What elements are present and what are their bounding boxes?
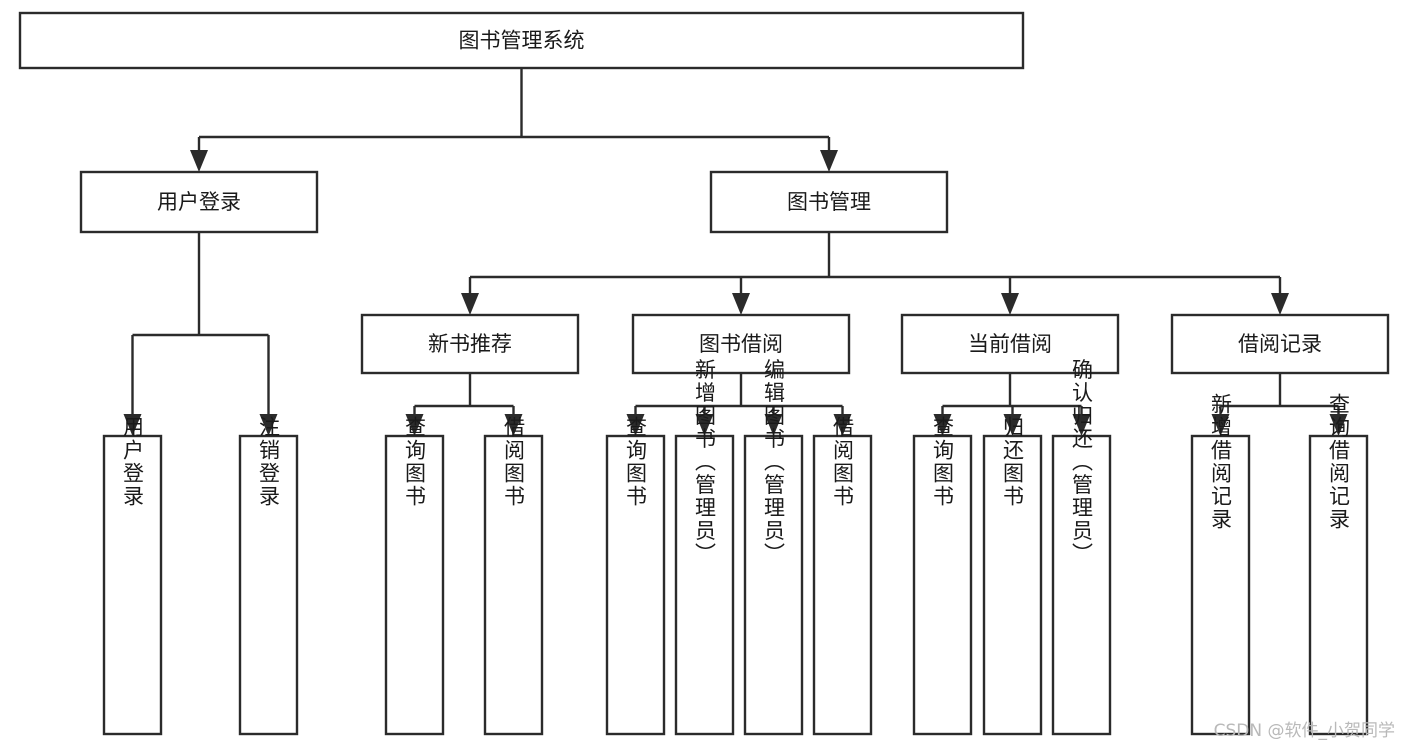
node-label-system: 图书管理系统 <box>459 29 585 53</box>
node-current-borrow[interactable]: 当前借阅 <box>900 313 1120 375</box>
node-box-book-management[interactable] <box>709 170 949 234</box>
node-box-leaf-edit-book-admin[interactable] <box>743 434 804 736</box>
node-box-user-login[interactable] <box>79 170 319 234</box>
node-box-leaf-borrow-book[interactable] <box>812 434 873 736</box>
arrow-head-leaf-user-login <box>123 414 142 436</box>
node-label-current-borrow: 当前借阅 <box>968 332 1052 356</box>
node-label-leaf-add-borrow-record: 新增借阅记录 <box>1209 393 1233 531</box>
node-box-leaf-query-book-current[interactable] <box>912 434 973 736</box>
node-box-leaf-query-borrow-record[interactable] <box>1308 434 1369 736</box>
node-leaf-borrow-book[interactable]: 借阅图书 <box>812 416 873 736</box>
node-leaf-user-login[interactable]: 用户登录 <box>102 416 163 736</box>
node-label-leaf-query-book-borrow: 查询图书 <box>624 416 648 508</box>
node-label-leaf-query-borrow-record: 查询借阅记录 <box>1327 393 1351 531</box>
node-new-book-recommend[interactable]: 新书推荐 <box>360 313 580 375</box>
node-box-system[interactable] <box>18 11 1025 70</box>
node-box-leaf-borrow-book-recommend[interactable] <box>483 434 544 736</box>
node-box-leaf-confirm-return-admin[interactable] <box>1051 434 1112 736</box>
arrow-head-book-management <box>820 150 838 172</box>
node-box-current-borrow[interactable] <box>900 313 1120 375</box>
arrow-head-leaf-borrow-book <box>833 414 852 436</box>
node-label-user-login: 用户登录 <box>157 190 241 214</box>
node-book-borrow[interactable]: 图书借阅 <box>631 313 851 375</box>
node-book-management[interactable]: 图书管理 <box>709 170 949 234</box>
node-leaf-logout[interactable]: 注销登录 <box>238 416 299 736</box>
node-label-book-management: 图书管理 <box>787 190 871 214</box>
arrow-head-leaf-logout <box>259 414 278 436</box>
node-leaf-query-book-borrow[interactable]: 查询图书 <box>605 416 666 736</box>
arrow-head-borrow-record <box>1271 293 1289 315</box>
node-box-book-borrow[interactable] <box>631 313 851 375</box>
connector-group-system <box>190 68 838 172</box>
node-box-borrow-record[interactable] <box>1170 313 1390 375</box>
node-system[interactable]: 图书管理系统 <box>18 11 1025 70</box>
node-box-leaf-logout[interactable] <box>238 434 299 736</box>
node-label-leaf-query-book-current: 查询图书 <box>931 416 955 508</box>
arrow-head-leaf-add-book-admin <box>695 414 714 436</box>
node-leaf-confirm-return-admin[interactable]: 确认归还（管理员） <box>1051 359 1112 736</box>
node-leaf-add-book-admin[interactable]: 新增图书（管理员） <box>674 359 735 736</box>
node-label-leaf-add-book-admin: 新增图书（管理员） <box>693 359 717 566</box>
arrow-head-book-borrow <box>732 293 750 315</box>
arrow-head-leaf-add-borrow-record <box>1211 414 1230 436</box>
node-label-leaf-user-login: 用户登录 <box>121 416 145 508</box>
node-leaf-return-book[interactable]: 归还图书 <box>982 416 1043 736</box>
node-leaf-query-borrow-record[interactable]: 查询借阅记录 <box>1308 393 1369 736</box>
node-label-leaf-logout: 注销登录 <box>257 416 281 508</box>
connector-group-new-book-recommend <box>405 373 523 436</box>
arrow-head-leaf-edit-book-admin <box>764 414 783 436</box>
node-box-new-book-recommend[interactable] <box>360 313 580 375</box>
connector-group-user-login <box>123 232 278 436</box>
node-leaf-query-book-recommend[interactable]: 查询图书 <box>384 416 445 736</box>
node-label-leaf-borrow-book: 借阅图书 <box>831 416 855 508</box>
node-leaf-borrow-book-recommend[interactable]: 借阅图书 <box>483 416 544 736</box>
node-borrow-record[interactable]: 借阅记录 <box>1170 313 1390 375</box>
connector-layer <box>123 68 1348 436</box>
node-box-leaf-user-login[interactable] <box>102 434 163 736</box>
watermark-label: CSDN @软件_小贺同学 <box>1213 721 1395 741</box>
node-leaf-add-borrow-record[interactable]: 新增借阅记录 <box>1190 393 1251 736</box>
arrow-head-leaf-borrow-book-recommend <box>504 414 523 436</box>
arrow-head-leaf-query-book-borrow <box>626 414 645 436</box>
arrow-head-leaf-query-book-current <box>933 414 952 436</box>
connector-group-book-borrow <box>626 373 852 436</box>
node-label-leaf-confirm-return-admin: 确认归还（管理员） <box>1070 359 1094 566</box>
connector-group-borrow-record <box>1211 373 1348 436</box>
arrow-head-leaf-query-book-recommend <box>405 414 424 436</box>
node-user-login[interactable]: 用户登录 <box>79 170 319 234</box>
connector-group-current-borrow <box>933 373 1091 436</box>
node-label-book-borrow: 图书借阅 <box>699 332 783 356</box>
node-layer: 图书管理系统用户登录图书管理新书推荐图书借阅当前借阅借阅记录用户登录注销登录查询… <box>18 11 1390 736</box>
node-box-leaf-add-borrow-record[interactable] <box>1190 434 1251 736</box>
node-leaf-edit-book-admin[interactable]: 编辑图书（管理员） <box>743 359 804 736</box>
arrow-head-leaf-confirm-return-admin <box>1072 414 1091 436</box>
node-leaf-query-book-current[interactable]: 查询图书 <box>912 416 973 736</box>
connector-group-book-management <box>461 232 1289 315</box>
node-label-borrow-record: 借阅记录 <box>1238 332 1322 356</box>
node-box-leaf-add-book-admin[interactable] <box>674 434 735 736</box>
node-label-leaf-return-book: 归还图书 <box>1001 416 1025 508</box>
arrow-head-leaf-query-borrow-record <box>1329 414 1348 436</box>
arrow-head-current-borrow <box>1001 293 1019 315</box>
arrow-head-new-book-recommend <box>461 293 479 315</box>
node-box-leaf-query-book-recommend[interactable] <box>384 434 445 736</box>
node-label-leaf-query-book-recommend: 查询图书 <box>403 416 427 508</box>
node-box-leaf-query-book-borrow[interactable] <box>605 434 666 736</box>
arrow-head-user-login <box>190 150 208 172</box>
node-label-new-book-recommend: 新书推荐 <box>428 332 512 356</box>
node-box-leaf-return-book[interactable] <box>982 434 1043 736</box>
arrow-head-leaf-return-book <box>1003 414 1022 436</box>
node-label-leaf-edit-book-admin: 编辑图书（管理员） <box>762 359 786 566</box>
node-label-leaf-borrow-book-recommend: 借阅图书 <box>502 416 526 508</box>
